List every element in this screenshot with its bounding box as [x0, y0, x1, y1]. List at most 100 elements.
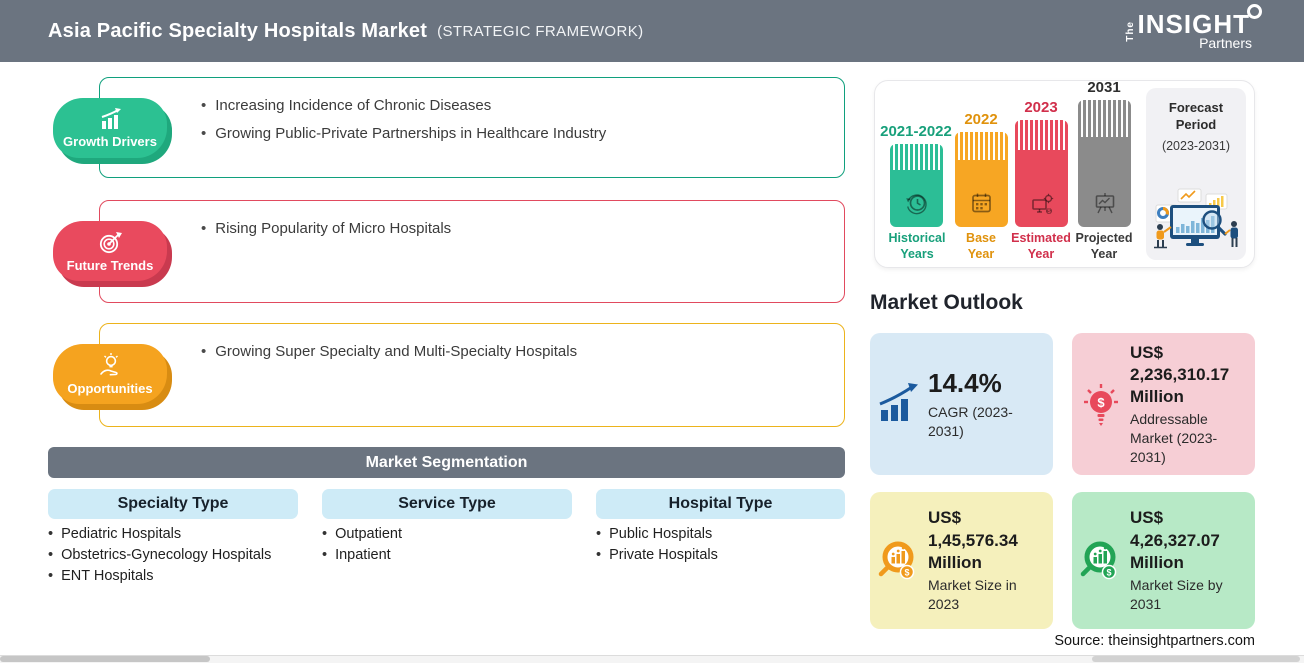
card-desc: Market Size by 2031	[1130, 576, 1223, 612]
bulb-dollar-icon: $	[1084, 384, 1118, 426]
growth-chart-icon	[101, 108, 121, 129]
logo-sub-text: Partners	[1199, 35, 1252, 51]
specialty-type-list: Pediatric Hospitals Obstetrics-Gynecolog…	[48, 524, 271, 587]
timeline-year-label: 2031	[1087, 79, 1121, 96]
bar-solid: $	[1015, 150, 1068, 227]
opportunities-list: Growing Super Specialty and Multi-Specia…	[100, 324, 844, 362]
bar-solid	[955, 160, 1008, 227]
pill-label: Growth Drivers	[63, 134, 157, 149]
bar-stripes	[890, 144, 943, 170]
cagr-card: 14.4% CAGR (2023-2031)	[870, 333, 1053, 475]
card-desc: Addressable Market (2023-2031)	[1130, 410, 1218, 465]
bar-growth-icon	[879, 383, 918, 421]
list-item: Inpatient	[322, 545, 402, 566]
addressable-market-card: $ US$ 2,236,310.17 Million Addressable M…	[1072, 333, 1255, 475]
icon-wrap: $	[1072, 538, 1130, 584]
magnifier-chart-icon: $	[1080, 541, 1117, 579]
calendar-icon	[972, 193, 991, 213]
header-bar: Asia Pacific Specialty Hospitals Market …	[0, 0, 1304, 62]
card-value: US$ 4,26,327.07 Million	[1130, 508, 1220, 572]
projector-screen-icon	[1095, 193, 1114, 214]
market-size-2023-card: $ US$ 1,45,576.34 Million Market Size in…	[870, 492, 1053, 629]
card-text: 14.4% CAGR (2023-2031)	[928, 355, 1053, 453]
clock-history-icon	[905, 194, 927, 215]
forecast-range: (2023-2031)	[1161, 138, 1231, 153]
market-size-2031-card: $ US$ 4,26,327.07 Million Market Size by…	[1072, 492, 1255, 629]
svg-text:$: $	[1106, 567, 1111, 577]
list-item: Increasing Incidence of Chronic Diseases	[201, 97, 824, 116]
future-trends-list: Rising Popularity of Micro Hospitals	[100, 201, 844, 239]
scrollbar-thumb[interactable]	[1092, 656, 1300, 662]
timeline-year-label: 2022	[964, 111, 998, 128]
pill-label: Future Trends	[66, 257, 154, 273]
monitor-gear-icon: $	[1031, 193, 1053, 215]
analytics-illustration	[1154, 188, 1238, 249]
source-attribution: Source: theinsightpartners.com	[1054, 633, 1255, 649]
timeline-bar-projected	[1078, 100, 1131, 227]
timeline-bar-base	[955, 132, 1008, 227]
svg-text:$: $	[904, 567, 909, 577]
timeline-year-label: 2021-2022	[880, 123, 952, 140]
segmentation-column-header: Specialty Type	[48, 489, 298, 519]
growth-drivers-box: Increasing Incidence of Chronic Diseases…	[99, 77, 845, 178]
list-item: Public Hospitals	[596, 524, 718, 545]
forecast-period-panel: Forecast Period (2023-2031)	[1146, 88, 1246, 260]
icon-wrap: $	[1072, 380, 1130, 428]
segmentation-column-header: Hospital Type	[596, 489, 845, 519]
bar-solid	[890, 170, 943, 227]
svg-text:$: $	[1097, 395, 1105, 410]
market-segmentation-bar: Market Segmentation	[48, 447, 845, 478]
list-item: ENT Hospitals	[48, 566, 271, 587]
bar-stripes	[1078, 100, 1131, 137]
pill-label: Opportunities	[67, 381, 153, 396]
list-item: Pediatric Hospitals	[48, 524, 271, 545]
target-arrow-icon	[99, 231, 122, 253]
list-item: Private Hospitals	[596, 545, 718, 566]
forecast-title: Forecast Period	[1168, 100, 1224, 132]
lightbulb-hand-icon	[99, 353, 118, 376]
future-trends-pill: Future Trends	[53, 221, 167, 281]
list-item: Growing Super Specialty and Multi-Specia…	[201, 343, 824, 362]
card-text: US$ 1,45,576.34 Million Market Size in 2…	[928, 495, 1053, 625]
list-item: Rising Popularity of Micro Hospitals	[201, 220, 824, 239]
service-type-list: Outpatient Inpatient	[322, 524, 402, 566]
logo-main-text: INSIGHT	[1138, 4, 1262, 37]
card-text: US$ 4,26,327.07 Million Market Size by 2…	[1130, 495, 1255, 625]
card-desc: CAGR (2023-2031)	[928, 404, 1013, 439]
bar-stripes	[955, 132, 1008, 160]
card-text: US$ 2,236,310.17 Million Addressable Mar…	[1130, 330, 1255, 479]
timeline-bar-estimated: $	[1015, 120, 1068, 227]
card-desc: Market Size in 2023	[928, 576, 1017, 612]
horizontal-scrollbar	[0, 655, 1304, 663]
icon-wrap: $	[870, 538, 928, 584]
list-item: Outpatient	[322, 524, 402, 545]
svg-text:$: $	[1047, 209, 1051, 215]
list-item: Obstetrics-Gynecology Hospitals	[48, 545, 271, 566]
timeline-year-label: 2023	[1024, 99, 1058, 116]
icon-wrap	[870, 382, 928, 426]
growth-drivers-list: Increasing Incidence of Chronic Diseases…	[100, 78, 844, 144]
segmentation-column-header: Service Type	[322, 489, 572, 519]
logo-the-text: The	[1124, 20, 1136, 42]
page-title: Asia Pacific Specialty Hospitals Market	[48, 19, 428, 42]
timeline-bar-historical	[890, 144, 943, 227]
bar-stripes	[1015, 120, 1068, 150]
future-trends-box: Rising Popularity of Micro Hospitals	[99, 200, 845, 303]
magnifier-ring-icon	[1247, 4, 1262, 19]
bar-solid	[1078, 137, 1131, 227]
growth-drivers-pill: Growth Drivers	[53, 98, 167, 158]
page-subtitle: (STRATEGIC FRAMEWORK)	[437, 22, 644, 40]
opportunities-box: Growing Super Specialty and Multi-Specia…	[99, 323, 845, 427]
magnifier-chart-icon: $	[878, 541, 915, 579]
card-value: US$ 2,236,310.17 Million	[1130, 342, 1230, 406]
insight-partners-logo: The INSIGHT Partners	[1124, 4, 1262, 51]
list-item: Growing Public-Private Partnerships in H…	[201, 125, 824, 144]
logo-text-block: INSIGHT Partners	[1138, 4, 1262, 51]
card-value: 14.4%	[928, 368, 1002, 399]
scrollbar-thumb[interactable]	[0, 656, 210, 662]
